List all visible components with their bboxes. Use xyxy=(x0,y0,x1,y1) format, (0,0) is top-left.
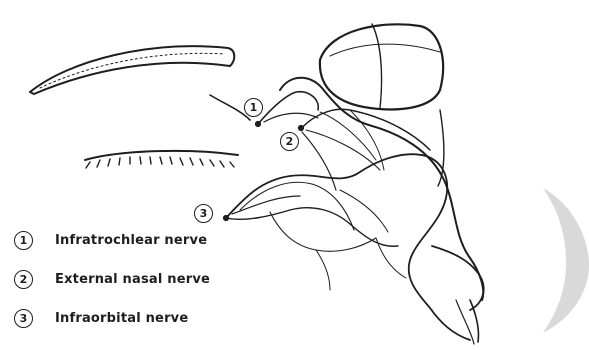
legend-label: External nasal nerve xyxy=(55,272,210,287)
legend: 1 Infratrochlear nerve 2 External nasal … xyxy=(14,230,210,347)
callout-2: 2 xyxy=(280,132,299,151)
foramen-1-dot xyxy=(255,121,260,126)
legend-row: 2 External nasal nerve xyxy=(14,269,210,290)
legend-label: Infraorbital nerve xyxy=(55,311,188,326)
legend-number: 2 xyxy=(14,270,33,289)
nose-outline xyxy=(280,78,483,300)
side-crescent xyxy=(543,188,589,333)
eyebrow xyxy=(30,46,234,94)
legend-number: 3 xyxy=(14,309,33,328)
callout-1: 1 xyxy=(244,98,263,117)
legend-number: 1 xyxy=(14,231,33,250)
foramen-3-dot xyxy=(223,215,228,220)
eyelid xyxy=(85,151,238,168)
mouth xyxy=(432,246,484,310)
foramen-2-dot xyxy=(298,125,303,130)
legend-label: Infratrochlear nerve xyxy=(55,233,207,248)
callout-3: 3 xyxy=(194,204,213,223)
legend-row: 1 Infratrochlear nerve xyxy=(14,230,210,251)
legend-row: 3 Infraorbital nerve xyxy=(14,308,210,329)
